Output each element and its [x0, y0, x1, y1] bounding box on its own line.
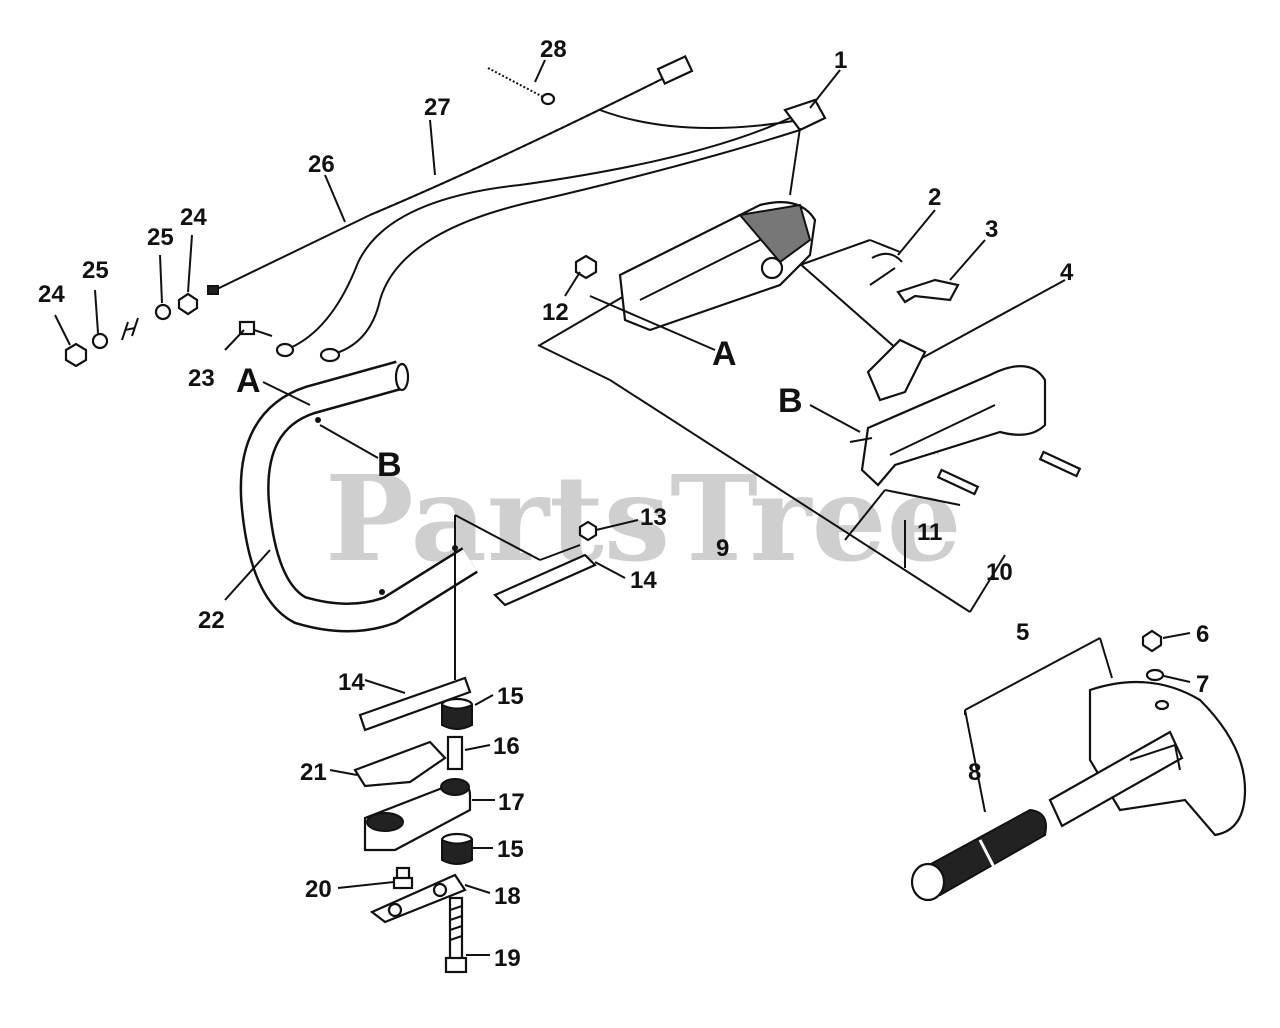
leader-lines — [54, 59, 1191, 956]
part-22-handle-bar[interactable] — [239, 360, 478, 633]
watermark: PartsTree — [325, 449, 962, 588]
callout-7[interactable]: 7 — [1196, 671, 1209, 698]
upper-handle-housing[interactable] — [574, 201, 817, 332]
callout-24-left[interactable]: 24 — [38, 281, 65, 308]
part-2-spring[interactable] — [869, 252, 903, 286]
ref-b-right: B — [778, 382, 803, 420]
callout-2[interactable]: 2 — [928, 184, 941, 211]
bracket-21[interactable] — [353, 740, 447, 788]
stop-wire[interactable] — [275, 109, 801, 363]
callout-14-lower[interactable]: 14 — [338, 669, 365, 696]
callout-14-upper[interactable]: 14 — [630, 567, 657, 594]
callout-15-upper[interactable]: 15 — [497, 683, 524, 710]
screw-20[interactable] — [392, 866, 414, 890]
pin-16[interactable] — [446, 735, 464, 771]
bushing-15-lower[interactable] — [440, 832, 474, 865]
part-28-strap[interactable] — [487, 67, 556, 106]
bushing-15-upper[interactable] — [440, 697, 474, 730]
ref-a-right: A — [712, 335, 737, 373]
part-4-trigger[interactable] — [866, 338, 927, 402]
arm-17[interactable] — [363, 778, 472, 852]
callout-13[interactable]: 13 — [640, 504, 667, 531]
callout-27[interactable]: 27 — [424, 94, 451, 121]
grip-8[interactable] — [910, 808, 1047, 902]
nut-6-washer-7[interactable] — [1141, 629, 1165, 682]
callout-numbers: 1 2 3 4 5 6 7 8 9 10 11 12 13 14 14 15 1… — [38, 36, 1209, 972]
callout-12[interactable]: 12 — [542, 299, 569, 326]
callout-6[interactable]: 6 — [1196, 621, 1209, 648]
callout-22[interactable]: 22 — [198, 607, 225, 634]
callout-21[interactable]: 21 — [300, 759, 327, 786]
lower-handle-housing[interactable] — [849, 365, 1082, 496]
throttle-cable[interactable] — [207, 54, 694, 295]
callout-5[interactable]: 5 — [1016, 619, 1029, 646]
callout-23[interactable]: 23 — [188, 365, 215, 392]
callout-20[interactable]: 20 — [305, 876, 332, 903]
callout-10[interactable]: 10 — [986, 559, 1013, 586]
callout-4[interactable]: 4 — [1060, 259, 1074, 286]
callout-3[interactable]: 3 — [985, 216, 998, 243]
callout-11[interactable]: 11 — [917, 519, 942, 546]
plate-18[interactable] — [369, 873, 467, 924]
clamp-plate-upper[interactable] — [493, 520, 598, 607]
callout-17[interactable]: 17 — [498, 789, 525, 816]
callout-28[interactable]: 28 — [540, 36, 567, 63]
callout-9[interactable]: 9 — [716, 535, 729, 562]
callout-25-right[interactable]: 25 — [147, 224, 174, 251]
callout-25-left[interactable]: 25 — [82, 257, 109, 284]
callout-19[interactable]: 19 — [494, 945, 521, 972]
left-hardware[interactable] — [64, 292, 273, 368]
part-1-connector[interactable] — [783, 98, 827, 196]
ref-a-left: A — [236, 362, 261, 400]
clamp-plate-lower[interactable] — [358, 676, 472, 732]
callout-1[interactable]: 1 — [834, 47, 847, 74]
tube-8[interactable] — [1048, 730, 1184, 828]
callout-24-right[interactable]: 24 — [180, 204, 207, 231]
callout-8[interactable]: 8 — [968, 759, 981, 786]
callout-26[interactable]: 26 — [308, 151, 335, 178]
bolt-19[interactable] — [444, 896, 468, 974]
callout-15-lower[interactable]: 15 — [497, 836, 524, 863]
ref-b-left: B — [377, 446, 402, 484]
callout-18[interactable]: 18 — [494, 883, 521, 910]
callout-16[interactable]: 16 — [493, 733, 520, 760]
part-3-lever[interactable] — [896, 278, 960, 304]
bracket-5-8-leader — [964, 637, 1113, 813]
